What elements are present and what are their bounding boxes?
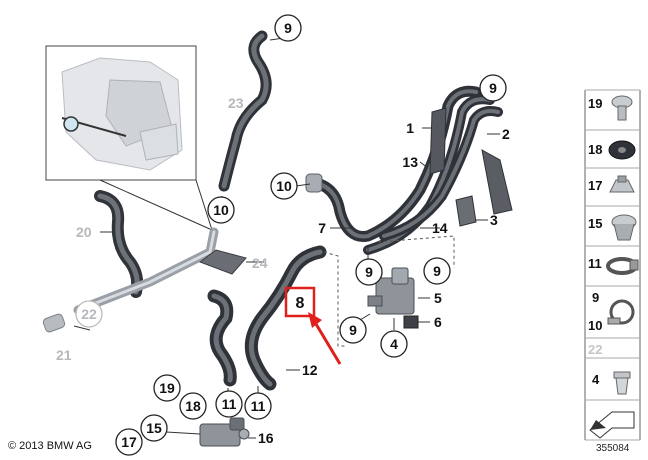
- legend-expanding-rivet-icon: [613, 371, 631, 395]
- legend-item-15: 15: [588, 216, 602, 231]
- legend-item-17: 17: [588, 178, 602, 193]
- engine-inset: [45, 45, 197, 181]
- label-9-valve-right: 9: [433, 263, 441, 279]
- label-14: 14: [432, 220, 448, 236]
- legend-grommet-icon: [608, 140, 636, 160]
- label-6: 6: [434, 314, 442, 330]
- label-9-lower: 9: [349, 322, 357, 338]
- highlight-box: [284, 286, 316, 318]
- label-9-right: 9: [489, 80, 497, 96]
- label-18: 18: [185, 398, 201, 414]
- label-17: 17: [121, 434, 137, 450]
- label-23: 23: [228, 95, 244, 111]
- legend-item-11: 11: [588, 256, 602, 271]
- legend-plug-icon: [611, 214, 637, 241]
- label-3: 3: [490, 212, 498, 228]
- ghost-label-layer: 23 20 24 22 21: [56, 95, 268, 363]
- label-21: 21: [56, 347, 72, 363]
- label-9-valve: 9: [365, 264, 373, 280]
- label-11-right: 11: [251, 398, 266, 414]
- legend-bolt-icon: [611, 95, 633, 121]
- legend-item-9: 9: [592, 290, 599, 305]
- label-16: 16: [258, 430, 274, 446]
- label-7: 7: [318, 220, 326, 236]
- legend-item-19: 19: [588, 96, 602, 111]
- highlight-arrow-icon: [308, 312, 342, 365]
- legend-panel: [584, 89, 641, 441]
- label-15: 15: [146, 420, 162, 436]
- label-13: 13: [402, 154, 418, 170]
- legend-hose-clamp-icon: [606, 257, 639, 275]
- label-11-left: 11: [222, 396, 237, 412]
- legend-item-4: 4: [592, 372, 600, 387]
- label-1: 1: [406, 120, 414, 136]
- legend-item-10: 10: [588, 318, 602, 333]
- label-10-left: 10: [213, 202, 229, 218]
- document-number: 355084: [596, 443, 630, 454]
- label-20: 20: [76, 224, 92, 240]
- label-24: 24: [252, 255, 268, 271]
- legend-item-18: 18: [588, 142, 602, 157]
- label-8-highlighted: 8: [296, 295, 305, 312]
- legend-direction-arrow-icon: [589, 411, 635, 439]
- label-9-top: 9: [284, 20, 292, 36]
- pump-assembly: [199, 417, 250, 447]
- label-12: 12: [302, 362, 318, 378]
- label-10-mid: 10: [276, 178, 292, 194]
- label-19: 19: [159, 380, 175, 396]
- label-text-layer: 9 10 10 9 9 9 9 4 19 18 11 11 15 17 1 2 …: [121, 20, 510, 450]
- copyright-text: © 2013 BMW AG: [8, 440, 92, 452]
- legend-number-layer: 19 18 17 15 11 9 10 22 4: [588, 96, 602, 387]
- inset-marker-icon: [63, 116, 79, 132]
- label-2: 2: [502, 126, 510, 142]
- legend-clip-icon: [609, 175, 635, 193]
- valve-assembly: [367, 267, 419, 329]
- label-circles: [75, 14, 507, 456]
- label-22: 22: [81, 306, 97, 322]
- label-4: 4: [390, 336, 398, 352]
- label-5: 5: [434, 290, 442, 306]
- legend-item-22: 22: [588, 342, 602, 357]
- legend-band-clamp-icon: [607, 299, 635, 325]
